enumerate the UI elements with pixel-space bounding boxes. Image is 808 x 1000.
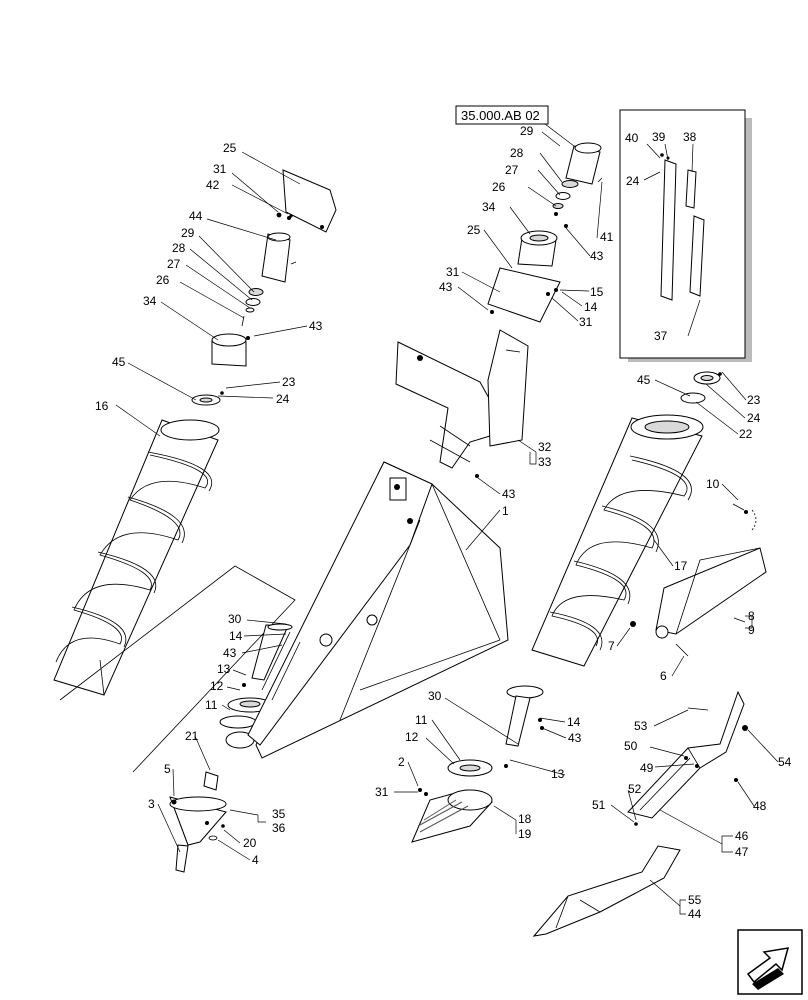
callout-24: 24: [747, 411, 761, 425]
callout-7: 7: [608, 639, 615, 653]
reference-box[interactable]: [455, 105, 549, 125]
center-frame-assembly: [247, 461, 509, 759]
callout-28: 28: [172, 241, 186, 255]
callout-31: 31: [446, 265, 460, 279]
callout-49: 49: [640, 761, 654, 775]
callout-27: 27: [167, 257, 181, 271]
callout-41: 41: [600, 230, 614, 244]
left-auger-assembly: [53, 169, 337, 696]
callout-45: 45: [112, 355, 126, 369]
callout-10: 10: [706, 477, 720, 491]
callout-46: 46: [735, 829, 749, 843]
upper-center-assembly: [395, 142, 603, 478]
callout-27: 27: [505, 163, 519, 177]
callout-2: 2: [398, 755, 405, 769]
callout-44: 44: [189, 209, 203, 223]
callout-3: 3: [148, 797, 155, 811]
callout-48: 48: [753, 799, 767, 813]
callout-4: 4: [252, 853, 259, 867]
callout-18: 18: [518, 812, 532, 826]
callout-54: 54: [778, 755, 792, 769]
shoe-part: [627, 690, 745, 819]
callout-26: 26: [492, 180, 506, 194]
callout-51: 51: [592, 798, 606, 812]
callout-43: 43: [502, 487, 516, 501]
callout-36: 36: [272, 821, 286, 835]
callout-14: 14: [567, 715, 581, 729]
callout-15: 15: [590, 285, 604, 299]
callout-44: 44: [688, 907, 702, 921]
callout-8: 8: [748, 609, 755, 623]
callout-32: 32: [538, 440, 552, 454]
callout-37: 37: [654, 329, 668, 343]
callout-24: 24: [276, 392, 290, 406]
callout-53: 53: [634, 719, 648, 733]
callout-43: 43: [568, 731, 582, 745]
callout-12: 12: [210, 679, 224, 693]
callout-20: 20: [243, 836, 257, 850]
callout-11: 11: [415, 713, 428, 727]
callout-13: 13: [551, 767, 565, 781]
callout-47: 47: [735, 845, 749, 859]
callout-30: 30: [428, 689, 442, 703]
callout-11: 11: [205, 698, 218, 712]
callout-39: 39: [652, 130, 666, 144]
auger-tube-part: [53, 419, 219, 696]
callout-13: 13: [217, 662, 231, 676]
callout-30: 30: [228, 612, 242, 626]
callout-22: 22: [739, 427, 753, 441]
inset-detail-box: [619, 109, 752, 362]
callout-43: 43: [309, 319, 323, 333]
callout-12: 12: [405, 730, 419, 744]
callout-23: 23: [282, 375, 296, 389]
callout-52: 52: [628, 782, 642, 796]
callout-31: 31: [213, 162, 227, 176]
callout-24: 24: [626, 174, 640, 188]
callout-16: 16: [95, 399, 109, 413]
callout-42: 42: [206, 178, 220, 192]
deflector-part: [655, 547, 767, 635]
callout-55: 55: [688, 893, 702, 907]
callout-43: 43: [223, 646, 237, 660]
mount-bracket-part: [487, 267, 561, 323]
callout-31: 31: [375, 785, 389, 799]
leader-lines: [115, 123, 779, 915]
callout-34: 34: [482, 200, 496, 214]
callout-34: 34: [143, 294, 157, 308]
callout-1: 1: [502, 504, 509, 518]
blade-part: [532, 845, 681, 937]
lower-right-parts: [532, 690, 748, 937]
callout-14: 14: [229, 629, 243, 643]
callout-26: 26: [156, 273, 170, 287]
callout-19: 19: [518, 827, 532, 841]
arrow-navigation-icon[interactable]: [737, 929, 803, 995]
callout-43: 43: [590, 249, 604, 263]
callout-25: 25: [223, 141, 237, 155]
bracket-part: [282, 169, 337, 233]
callout-23: 23: [747, 393, 761, 407]
callout-43: 43: [439, 280, 453, 294]
callout-40: 40: [625, 131, 639, 145]
callout-45: 45: [637, 373, 651, 387]
callout-29: 29: [520, 124, 534, 138]
callout-5: 5: [164, 762, 171, 776]
callout-25: 25: [467, 223, 481, 237]
callout-6: 6: [660, 669, 667, 683]
callout-14: 14: [584, 300, 598, 314]
callout-33: 33: [538, 455, 552, 469]
callout-29: 29: [181, 226, 195, 240]
callout-21: 21: [185, 729, 199, 743]
callout-28: 28: [510, 146, 524, 160]
callout-38: 38: [683, 130, 697, 144]
right-auger-assembly: [411, 371, 767, 843]
callout-17: 17: [674, 559, 688, 573]
callout-9: 9: [748, 623, 755, 637]
reference-label[interactable]: 35.000.AB 02: [461, 108, 540, 123]
callout-labels: 25 31 42 44 29 28 27 26 34 43 45 23 24 1…: [95, 124, 792, 921]
callout-35: 35: [272, 807, 286, 821]
callout-50: 50: [624, 739, 638, 753]
callout-31: 31: [579, 315, 593, 329]
mounting-plate-part: [395, 341, 491, 469]
